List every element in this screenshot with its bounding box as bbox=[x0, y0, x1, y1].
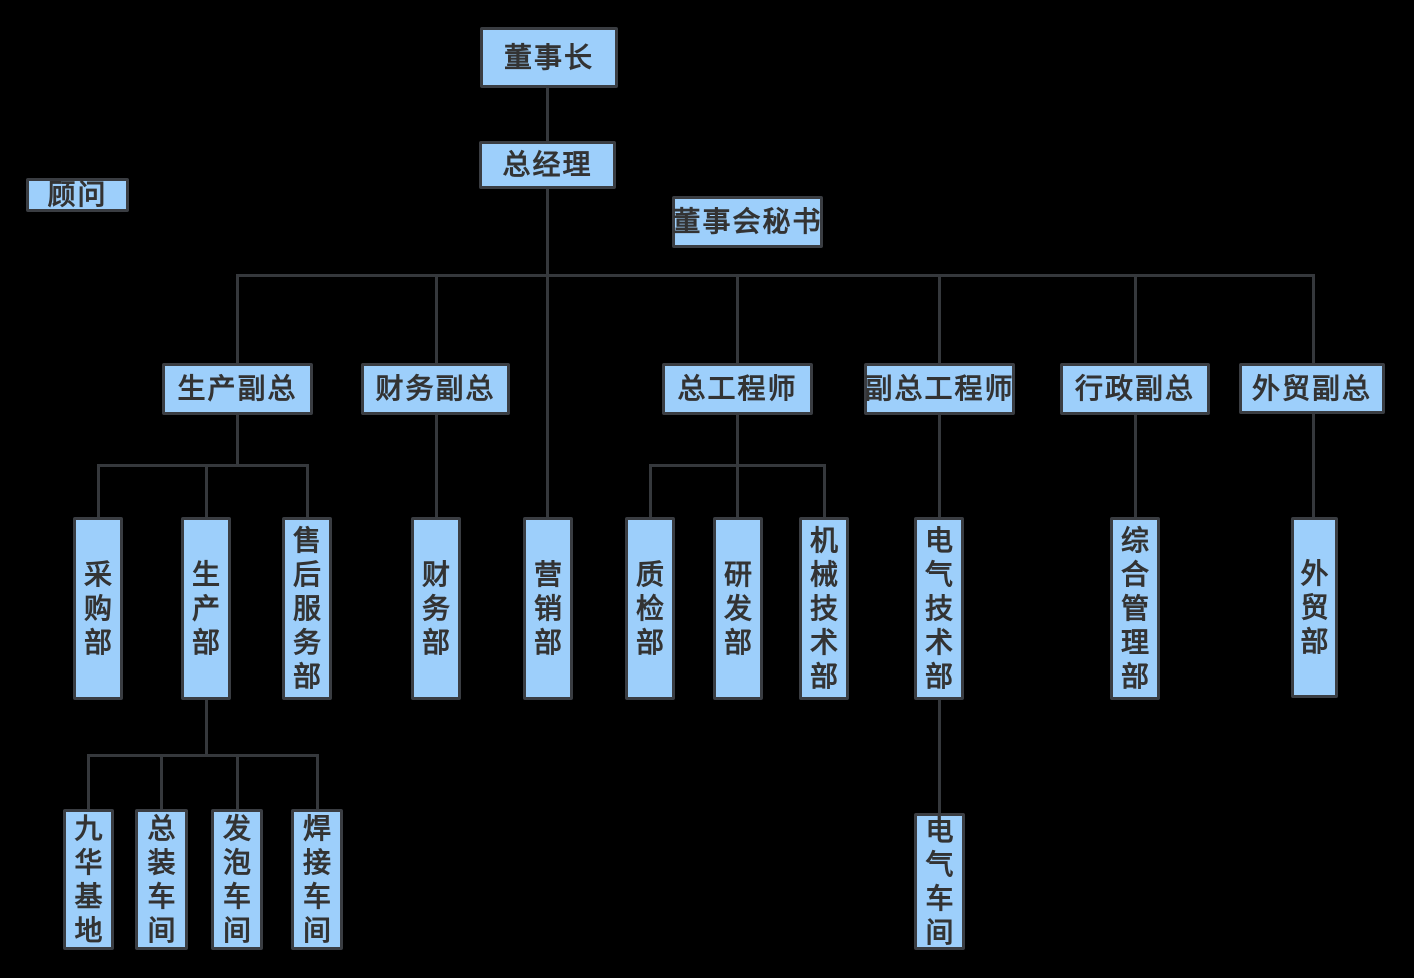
org-node-label: 发泡车间 bbox=[222, 812, 251, 946]
org-node-after-sales-dept: 售后服务部 bbox=[282, 517, 332, 700]
org-node-foreign-trade-vp: 外贸副总 bbox=[1239, 363, 1385, 414]
org-node-advisor: 顾问 bbox=[26, 178, 129, 212]
connector-vertical-line bbox=[315, 755, 319, 809]
connector-vertical-line bbox=[1133, 414, 1137, 517]
org-node-label: 董事长 bbox=[503, 41, 594, 73]
org-node-finance-dept: 财务部 bbox=[411, 517, 461, 700]
org-node-electrical-workshop: 电气车间 bbox=[914, 813, 965, 950]
org-node-label: 九华基地 bbox=[74, 812, 103, 946]
org-node-label: 外贸副总 bbox=[1251, 372, 1372, 404]
org-node-label: 研发部 bbox=[723, 558, 752, 658]
connector-vertical-line bbox=[86, 755, 90, 809]
connector-vertical-line bbox=[937, 414, 941, 517]
connector-horizontal-line bbox=[96, 463, 309, 467]
connector-vertical-line bbox=[937, 275, 941, 364]
org-node-foreign-trade-dept: 外贸部 bbox=[1291, 517, 1338, 698]
org-node-chairman: 董事长 bbox=[480, 27, 618, 88]
org-node-label: 财务副总 bbox=[375, 373, 496, 404]
org-node-rd-dept: 研发部 bbox=[713, 517, 763, 700]
org-node-label: 电气技术部 bbox=[924, 524, 953, 692]
connector-vertical-line bbox=[159, 755, 163, 809]
connector-vertical-line bbox=[937, 699, 941, 813]
connector-vertical-line bbox=[1133, 275, 1137, 364]
org-node-admin-vp: 行政副总 bbox=[1060, 363, 1210, 415]
org-node-finance-vp: 财务副总 bbox=[361, 363, 510, 415]
connector-vertical-line bbox=[648, 465, 652, 517]
org-node-label: 营销部 bbox=[533, 558, 562, 658]
connector-vertical-line bbox=[96, 465, 100, 517]
org-node-label: 生产部 bbox=[191, 558, 220, 658]
org-node-label: 副总工程师 bbox=[864, 373, 1015, 404]
org-node-label: 总经理 bbox=[502, 149, 593, 180]
org-node-label: 董事会秘书 bbox=[672, 206, 823, 237]
org-node-mechanical-tech-dept: 机械技术部 bbox=[799, 517, 849, 700]
org-node-welding-workshop: 焊接车间 bbox=[291, 809, 343, 950]
org-node-label: 焊接车间 bbox=[302, 812, 331, 946]
org-node-label: 总工程师 bbox=[677, 373, 798, 404]
org-node-label: 售后服务部 bbox=[292, 524, 321, 692]
connector-vertical-line bbox=[1311, 413, 1315, 517]
org-node-general-manager: 总经理 bbox=[479, 141, 616, 189]
org-node-electrical-tech-dept: 电气技术部 bbox=[914, 517, 964, 700]
org-node-label: 外贸部 bbox=[1300, 557, 1329, 657]
connector-vertical-line bbox=[545, 87, 549, 141]
connector-vertical-line bbox=[204, 465, 208, 517]
org-node-label: 生产副总 bbox=[177, 373, 298, 404]
org-node-label: 顾问 bbox=[47, 179, 108, 210]
org-node-foaming-workshop: 发泡车间 bbox=[211, 809, 263, 950]
connector-horizontal-line bbox=[235, 273, 1315, 277]
org-node-purchasing-dept: 采购部 bbox=[73, 517, 123, 700]
org-node-quality-dept: 质检部 bbox=[625, 517, 675, 700]
connector-vertical-line bbox=[822, 465, 826, 517]
connector-vertical-line bbox=[545, 188, 549, 517]
connector-vertical-line bbox=[235, 755, 239, 809]
org-node-production-dept: 生产部 bbox=[181, 517, 231, 700]
org-node-assembly-workshop: 总装车间 bbox=[135, 809, 188, 950]
org-node-label: 采购部 bbox=[83, 558, 112, 658]
org-node-label: 电气车间 bbox=[925, 814, 954, 948]
org-node-deputy-chief-engineer: 副总工程师 bbox=[864, 363, 1015, 415]
org-node-label: 总装车间 bbox=[147, 812, 176, 946]
connector-vertical-line bbox=[235, 275, 239, 364]
org-node-marketing-dept: 营销部 bbox=[523, 517, 573, 700]
org-node-label: 综合管理部 bbox=[1120, 524, 1149, 692]
connector-vertical-line bbox=[204, 699, 208, 755]
connector-vertical-line bbox=[735, 275, 739, 364]
org-node-jiuhua-base: 九华基地 bbox=[63, 809, 114, 950]
org-node-label: 质检部 bbox=[635, 558, 664, 658]
connector-vertical-line bbox=[1311, 275, 1315, 364]
connector-vertical-line bbox=[434, 414, 438, 517]
org-node-label: 财务部 bbox=[421, 558, 450, 658]
org-node-chief-engineer: 总工程师 bbox=[662, 363, 813, 415]
org-node-general-mgmt-dept: 综合管理部 bbox=[1110, 517, 1160, 700]
org-node-label: 行政副总 bbox=[1074, 373, 1195, 404]
connector-vertical-line bbox=[735, 414, 739, 517]
connector-vertical-line bbox=[305, 465, 309, 517]
connector-vertical-line bbox=[235, 414, 239, 465]
org-node-label: 机械技术部 bbox=[809, 524, 838, 692]
connector-vertical-line bbox=[434, 275, 438, 364]
connector-horizontal-line bbox=[86, 753, 319, 757]
org-node-production-vp: 生产副总 bbox=[162, 363, 313, 415]
org-node-board-secretary: 董事会秘书 bbox=[672, 196, 823, 248]
